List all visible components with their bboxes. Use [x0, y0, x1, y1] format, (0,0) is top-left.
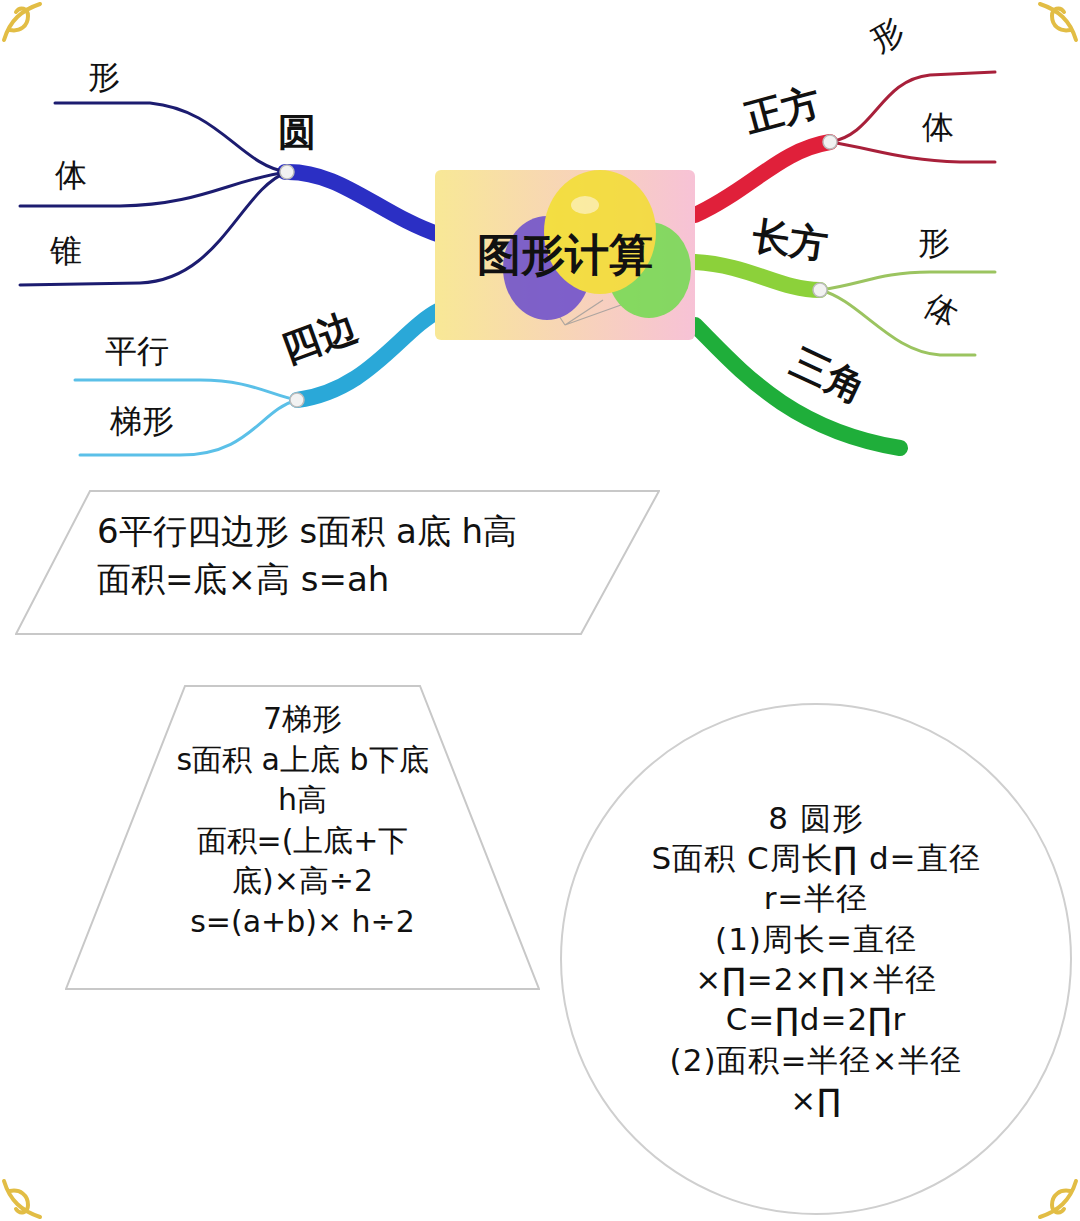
branch-label: 长方	[749, 215, 830, 267]
center-topic-box: 图形计算	[435, 170, 695, 340]
sub-branch-line	[55, 103, 287, 172]
sub-branch-label: 体	[55, 158, 87, 193]
branch-line	[695, 325, 900, 448]
shape-heading: 7梯形	[165, 699, 440, 740]
center-box-fill	[435, 170, 695, 340]
shape-heading: 8 圆形	[646, 798, 986, 838]
formula-text: 图形计算	[445, 229, 685, 282]
branch-label: 四边	[277, 306, 363, 371]
sub-branch-label: 梯形	[110, 404, 174, 439]
sub-branch-label: 形	[865, 12, 910, 58]
sub-branch-line	[75, 380, 297, 400]
formula-text: C=∏d=2∏r	[646, 999, 986, 1039]
formula-text: 面积=(上底+下底)×高÷2	[165, 821, 440, 902]
formula-text: (1)周长=直径×∏=2×∏×半径	[646, 919, 986, 1000]
sub-branch-line	[830, 72, 995, 142]
formula-text: s面积 a上底 b下底 h高	[165, 740, 440, 821]
branch-line	[695, 262, 820, 290]
text-area: 8 圆形S面积 C周长∏ d=直径 r=半径(1)周长=直径×∏=2×∏×半径C…	[646, 772, 986, 1146]
formula-text: 面积=底×高 s=ah	[97, 556, 617, 604]
branch-label: 正方	[741, 81, 825, 141]
sub-branch-label: 形	[918, 226, 950, 261]
formula-text: s=(a+b)× h÷2	[165, 902, 440, 943]
text-area: 图形计算	[445, 170, 685, 340]
branch-knot	[280, 135, 837, 407]
sub-branch-line	[820, 272, 995, 290]
sub-branch-line	[830, 142, 995, 162]
text-area: 6平行四边形 s面积 a底 h高面积=底×高 s=ah	[97, 508, 617, 623]
sub-branch-label: 体	[918, 287, 963, 333]
branch-line	[285, 172, 440, 235]
branch-label: 圆	[278, 112, 316, 154]
parallelogram-formula-box: 6平行四边形 s面积 a底 h高面积=底×高 s=ah	[15, 490, 660, 635]
shape-heading: 6平行四边形 s面积 a底 h高	[97, 508, 617, 556]
formula-text: S面积 C周长∏ d=直径 r=半径	[646, 838, 986, 919]
sub-branch-label: 体	[922, 110, 954, 145]
formula-text: (2)面积=半径×半径×∏	[646, 1040, 986, 1121]
sub-branch-label: 锥	[50, 234, 82, 269]
corner-ornament	[4, 4, 1076, 1217]
sub-branch-label: 形	[88, 60, 120, 95]
node-outline	[559, 702, 1073, 1216]
branch-line	[695, 142, 830, 215]
trapezoid-formula-box: 7梯形s面积 a上底 b下底 h高面积=(上底+下底)×高÷2s=(a+b)× …	[65, 685, 540, 990]
sub-branch-line	[80, 400, 297, 455]
circle-formula-box: 8 圆形S面积 C周长∏ d=直径 r=半径(1)周长=直径×∏=2×∏×半径C…	[559, 702, 1073, 1216]
sub-branch-label: 平行	[105, 334, 169, 369]
text-area: 7梯形s面积 a上底 b下底 h高面积=(上底+下底)×高÷2s=(a+b)× …	[165, 699, 440, 979]
branch-label: 三角	[785, 341, 872, 411]
